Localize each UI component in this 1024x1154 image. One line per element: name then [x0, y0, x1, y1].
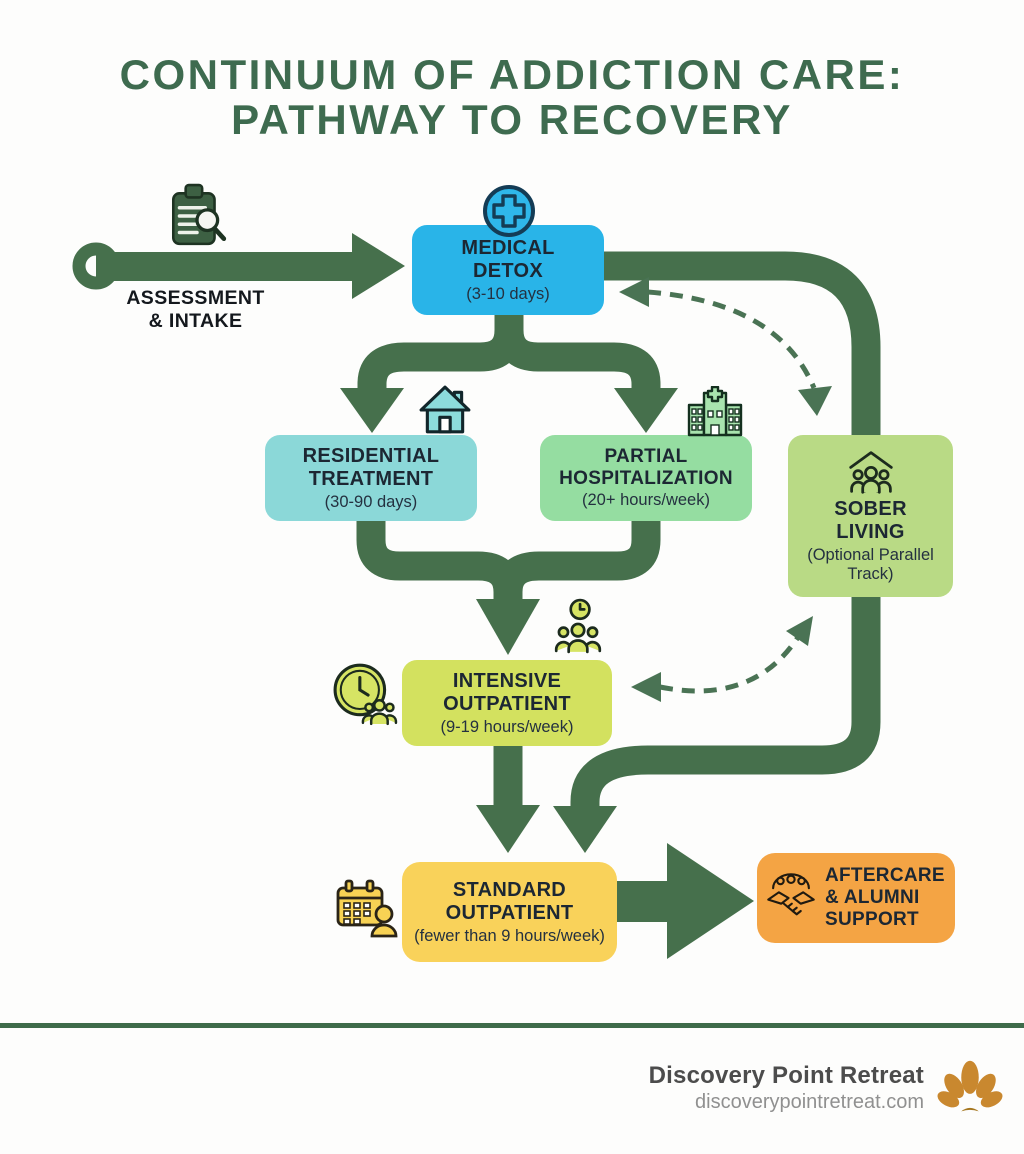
- clipboard-search-icon: [171, 183, 227, 246]
- node-title: INTENSIVE OUTPATIENT: [443, 669, 571, 715]
- node-aftercare-alumni: AFTERCARE & ALUMNI SUPPORT: [757, 853, 955, 943]
- lotus-logo: [937, 1060, 1003, 1112]
- medical-cross-icon: [483, 185, 535, 237]
- handshake-icon: [767, 873, 815, 916]
- brand-name: Discovery Point Retreat: [648, 1062, 924, 1089]
- sober-living-pipe: [553, 251, 881, 853]
- house-icon: [419, 385, 471, 434]
- node-duration: (30-90 days): [324, 492, 418, 511]
- footer-divider: [0, 1023, 1024, 1028]
- detox-split-arrows: [340, 300, 678, 433]
- node-title: SOBER LIVING: [834, 498, 907, 544]
- node-standard-outpatient: STANDARD OUTPATIENT (fewer than 9 hours/…: [402, 862, 617, 962]
- node-medical-detox: MEDICAL DETOX (3-10 days): [412, 225, 604, 315]
- node-title: MEDICAL DETOX: [461, 236, 555, 282]
- node-title: AFTERCARE & ALUMNI SUPPORT: [825, 865, 945, 930]
- assessment-arrow: [72, 233, 405, 299]
- clock-group-icon: [333, 663, 398, 726]
- node-duration: (20+ hours/week): [582, 491, 710, 510]
- node-residential-treatment: RESIDENTIAL TREATMENT (30-90 days): [265, 435, 477, 521]
- dashed-detox-sober: [619, 277, 832, 416]
- clock-people-icon: [554, 598, 602, 654]
- node-duration: (Optional Parallel Track): [807, 546, 934, 583]
- node-sober-living: SOBER LIVING (Optional Parallel Track): [788, 435, 953, 597]
- calendar-person-icon: [336, 879, 398, 938]
- page-title-line1: CONTINUUM OF ADDICTION CARE:: [119, 51, 905, 98]
- node-title: RESIDENTIAL TREATMENT: [302, 444, 440, 490]
- hospital-icon: [687, 386, 743, 437]
- page-title-line2: PATHWAY TO RECOVERY: [231, 96, 793, 144]
- node-duration: (fewer than 9 hours/week): [414, 926, 605, 945]
- node-duration: (3-10 days): [466, 284, 550, 303]
- home-people-icon: [848, 451, 893, 494]
- website-url: discoverypointretreat.com: [695, 1091, 924, 1113]
- node-partial-hospitalization: PARTIAL HOSPITALIZATION (20+ hours/week): [540, 435, 752, 521]
- node-title: PARTIAL HOSPITALIZATION: [559, 445, 733, 489]
- page-title: CONTINUUM OF ADDICTION CARE: PATHWAY TO …: [0, 52, 1024, 143]
- merge-arrows: [356, 516, 661, 655]
- assessment-label-line1: ASSESSMENT: [126, 287, 265, 309]
- footer-text: Discovery Point Retreat discoverypointre…: [649, 1062, 924, 1114]
- aftercare-arrow: [612, 843, 754, 959]
- dashed-iop-sober: [631, 616, 813, 702]
- node-duration: (9-19 hours/week): [440, 717, 574, 736]
- assessment-label-line2: & INTAKE: [148, 310, 243, 333]
- assessment-intake-label: ASSESSMENT & INTAKE: [88, 287, 303, 334]
- node-title: STANDARD OUTPATIENT: [445, 878, 574, 924]
- footer: Discovery Point Retreat discoverypointre…: [649, 1055, 1004, 1121]
- iop-down-arrow: [476, 742, 540, 853]
- node-intensive-outpatient: INTENSIVE OUTPATIENT (9-19 hours/week): [402, 660, 612, 746]
